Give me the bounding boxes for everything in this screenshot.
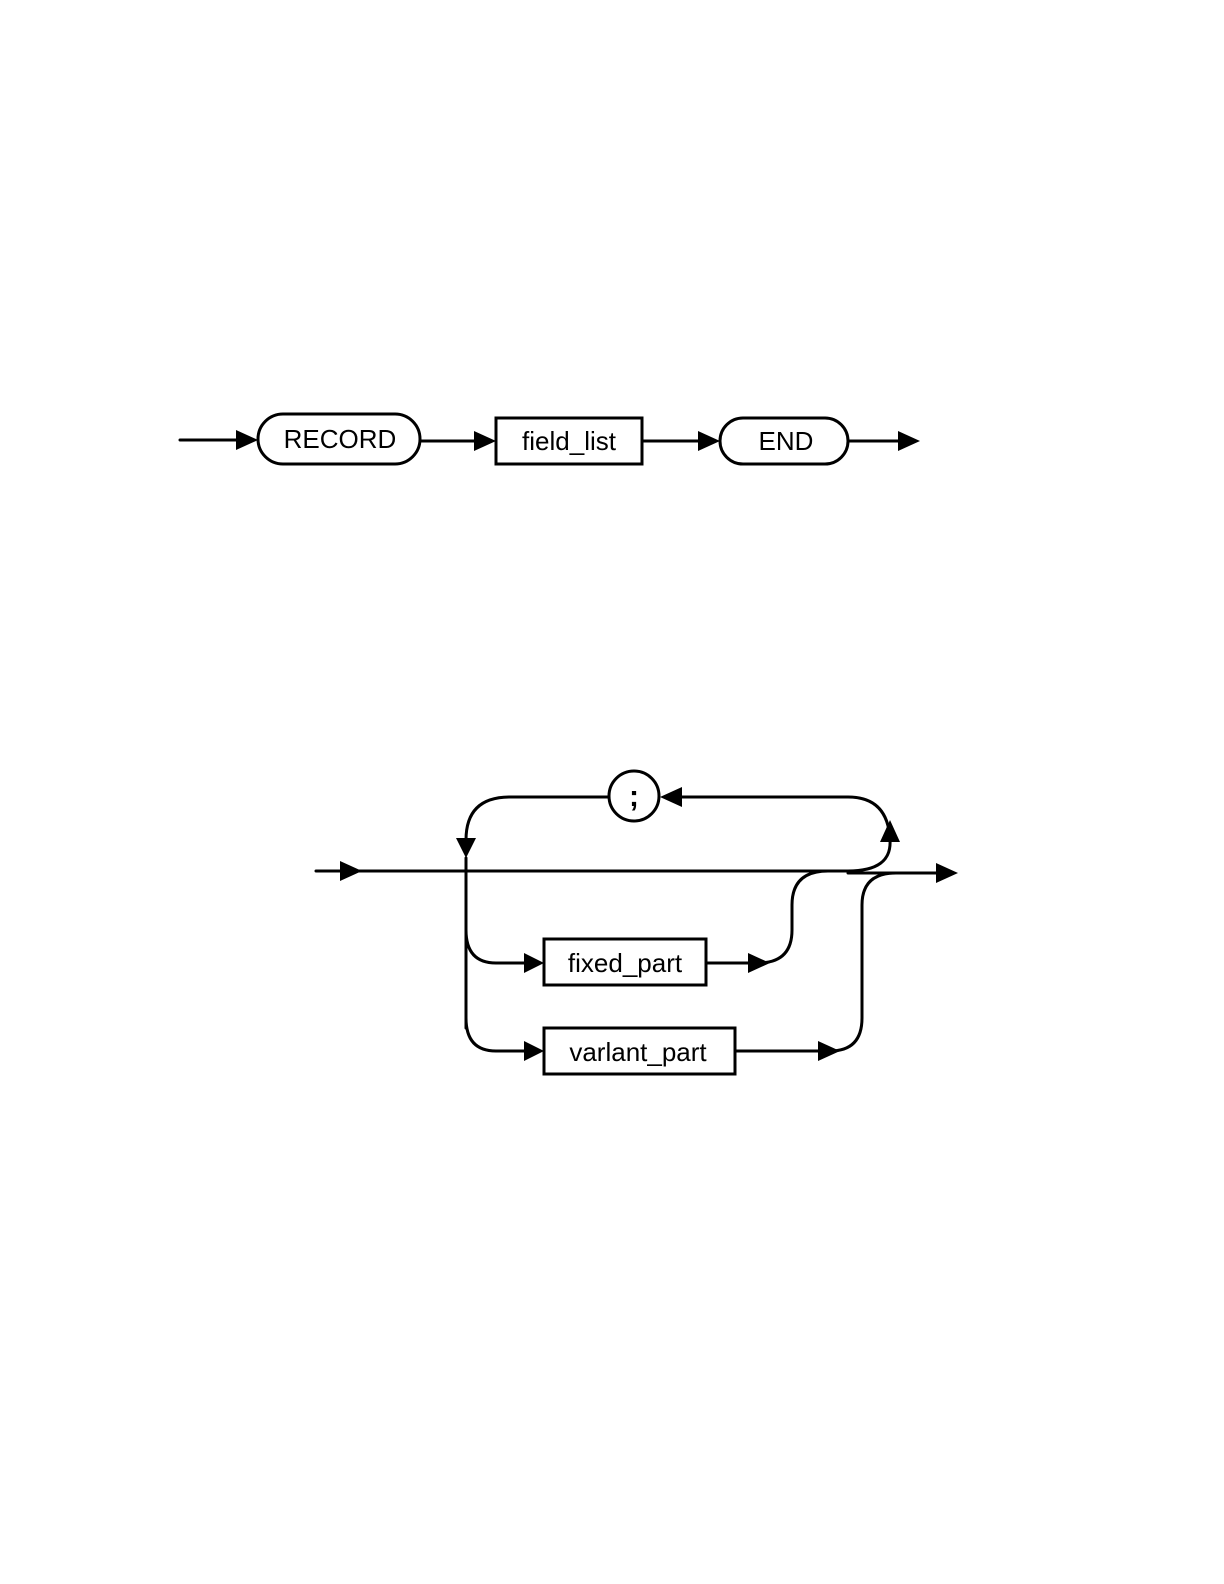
connector-arrow bbox=[474, 431, 496, 451]
record-keyword-label: RECORD bbox=[284, 424, 397, 454]
end-keyword-label: END bbox=[759, 426, 814, 456]
fixed-branch-entry bbox=[466, 930, 528, 963]
exit-arrow bbox=[936, 863, 958, 883]
variant-branch-entry bbox=[466, 1018, 528, 1051]
entry-arrow bbox=[236, 430, 258, 450]
record-syntax-diagram: RECORD field_list END bbox=[180, 414, 920, 464]
loop-return-path bbox=[682, 797, 890, 871]
loop-left-arrow bbox=[660, 787, 682, 807]
semicolon-label: ; bbox=[629, 780, 639, 813]
fixed-branch-exit bbox=[706, 871, 828, 963]
loop-down-path bbox=[466, 797, 609, 840]
connector-arrow bbox=[698, 431, 720, 451]
entry-arrow bbox=[340, 861, 362, 881]
fixed-entry-arrow bbox=[524, 953, 544, 973]
loop-down-arrow bbox=[456, 838, 476, 858]
loop-up-arrow bbox=[880, 820, 900, 842]
variant-exit-arrow bbox=[818, 1041, 840, 1061]
field-list-syntax-diagram: ; fixed_part varlant_part bbox=[316, 771, 958, 1074]
fixed-part-label: fixed_part bbox=[568, 948, 683, 978]
variant-entry-arrow bbox=[524, 1041, 544, 1061]
variant-part-label: varlant_part bbox=[569, 1037, 707, 1067]
field-list-label: field_list bbox=[522, 426, 617, 456]
fixed-exit-arrow bbox=[748, 953, 770, 973]
exit-arrow bbox=[898, 431, 920, 451]
